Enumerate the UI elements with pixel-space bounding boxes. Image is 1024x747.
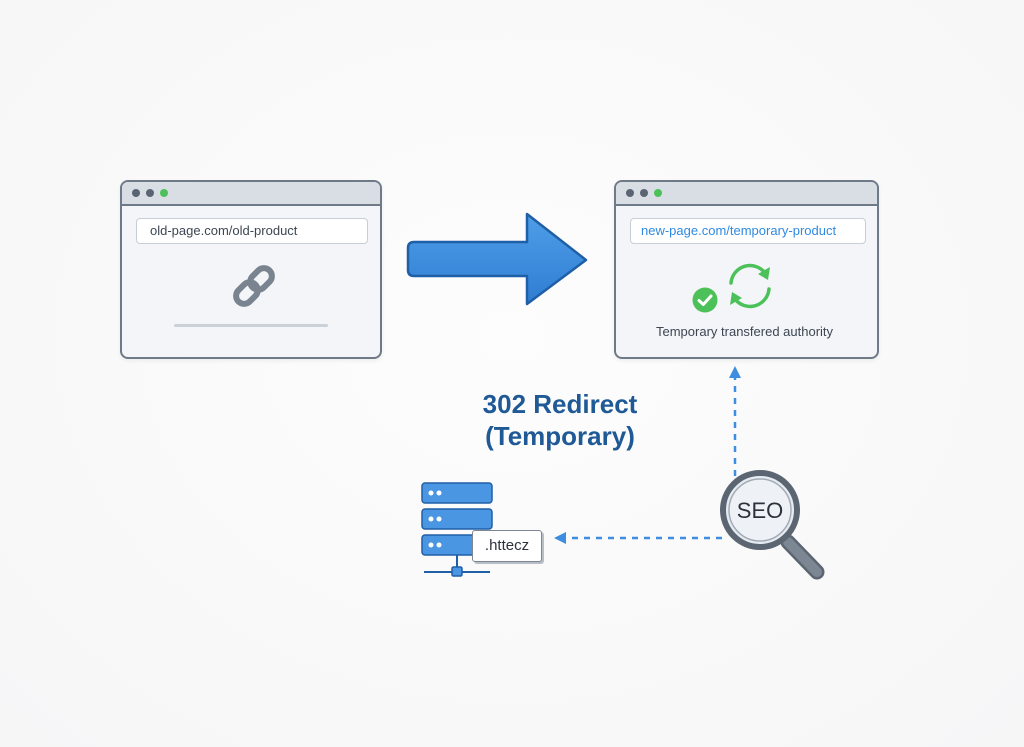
new-window-titlebar — [616, 182, 877, 206]
redirect-arrow-icon — [406, 212, 588, 306]
seo-label: SEO — [737, 498, 783, 523]
page-content-line — [174, 324, 328, 327]
window-dot-icon — [640, 189, 648, 197]
sync-arrows-icon — [729, 263, 771, 309]
htaccess-file-label: .httecz — [472, 530, 542, 562]
window-dot-green-icon — [160, 189, 168, 197]
title-line-1: 302 Redirect — [482, 389, 638, 419]
old-page-url-bar: old-page.com/old-product — [136, 218, 368, 244]
window-dot-icon — [132, 189, 140, 197]
arrowhead-up-icon — [729, 366, 741, 378]
diagram-title: 302 Redirect (Temporary) — [440, 388, 680, 452]
check-circle-icon — [692, 287, 718, 313]
arrowhead-left-icon — [554, 532, 566, 544]
old-page-browser-window: old-page.com/old-product — [120, 180, 382, 359]
window-dot-icon — [146, 189, 154, 197]
title-line-2: (Temporary) — [485, 421, 635, 451]
new-page-url-bar: new-page.com/temporary-product — [630, 218, 866, 244]
old-window-titlebar — [122, 182, 380, 206]
magnifier-icon: SEO — [720, 470, 825, 580]
new-page-browser-window: new-page.com/temporary-product Temporary… — [614, 180, 879, 359]
window-dot-icon — [626, 189, 634, 197]
window-dot-green-icon — [654, 189, 662, 197]
authority-caption: Temporary transfered authority — [656, 324, 834, 339]
link-icon — [233, 265, 275, 307]
